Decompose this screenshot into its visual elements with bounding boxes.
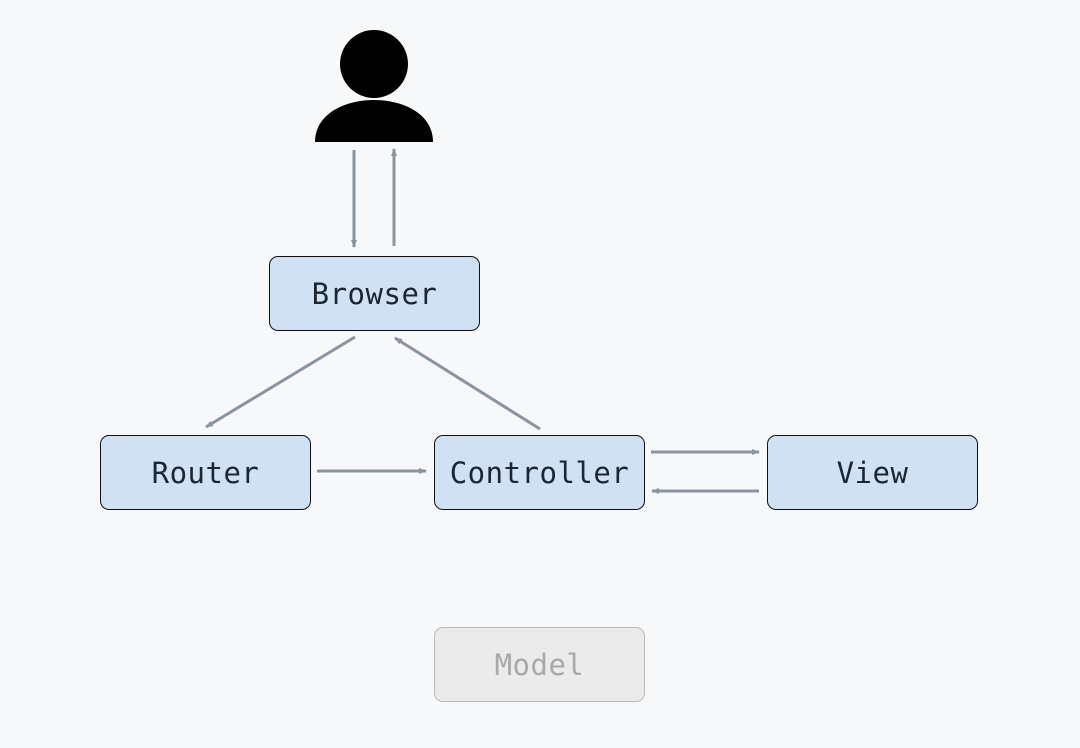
router-label: Router (151, 455, 260, 490)
controller-node: Controller (434, 435, 645, 510)
browser-label: Browser (311, 276, 438, 311)
view-label: View (836, 455, 909, 490)
view-node: View (767, 435, 978, 510)
router-node: Router (100, 435, 311, 510)
user-icon (315, 30, 433, 142)
browser-node: Browser (269, 256, 480, 331)
model-node: Model (434, 627, 645, 702)
controller-label: Controller (449, 455, 630, 490)
model-label: Model (494, 647, 585, 682)
arrow-browser-to-router (205, 335, 356, 429)
arrow-controller-to-browser (394, 336, 541, 431)
